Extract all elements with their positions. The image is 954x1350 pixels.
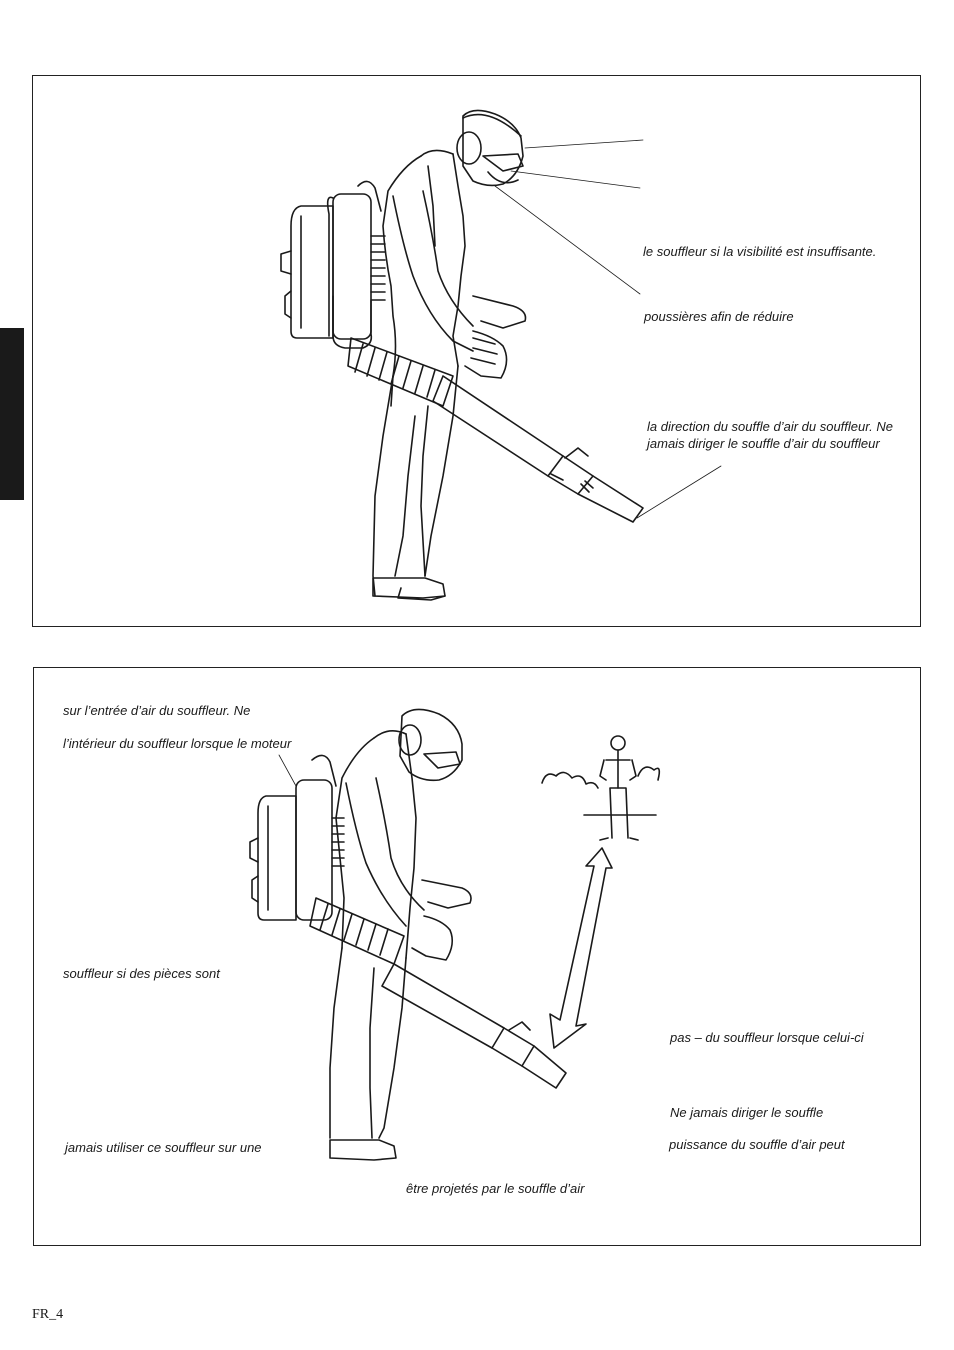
- caption-projected: être projetés par le souffle d’air: [406, 1181, 585, 1196]
- caption-air-intake: sur l’entrée d’air du souffleur. Ne: [63, 703, 251, 718]
- caption-engine-interior: l’intérieur du souffleur lorsque le mote…: [63, 736, 292, 751]
- caption-air-power: puissance du souffle d’air peut: [669, 1137, 845, 1152]
- caption-parts: souffleur si des pièces sont: [63, 966, 220, 981]
- operator-bystander-illustration: [249, 708, 661, 1161]
- caption-never-direct: jamais diriger le souffle d’air du souff…: [647, 436, 880, 451]
- caption-dust-mask: poussières afin de réduire: [644, 309, 794, 324]
- illustration-panel-top: le souffleur si la visibilité est insuff…: [32, 75, 921, 627]
- caption-visibility: le souffleur si la visibilité est insuff…: [643, 244, 877, 259]
- caption-air-direction: la direction du souffle d’air du souffle…: [647, 419, 893, 434]
- illustration-panel-bottom: sur l’entrée d’air du souffleur. Ne l’in…: [33, 667, 921, 1246]
- operator-blower-illustration: [280, 109, 722, 601]
- caption-never-use: jamais utiliser ce souffleur sur une: [65, 1140, 262, 1155]
- page-number: FR_4: [32, 1307, 64, 1322]
- chapter-tab: [0, 328, 24, 500]
- caption-not-near: pas – du souffleur lorsque celui-ci: [670, 1030, 864, 1045]
- caption-never-direct-bystander: Ne jamais diriger le souffle: [670, 1105, 824, 1120]
